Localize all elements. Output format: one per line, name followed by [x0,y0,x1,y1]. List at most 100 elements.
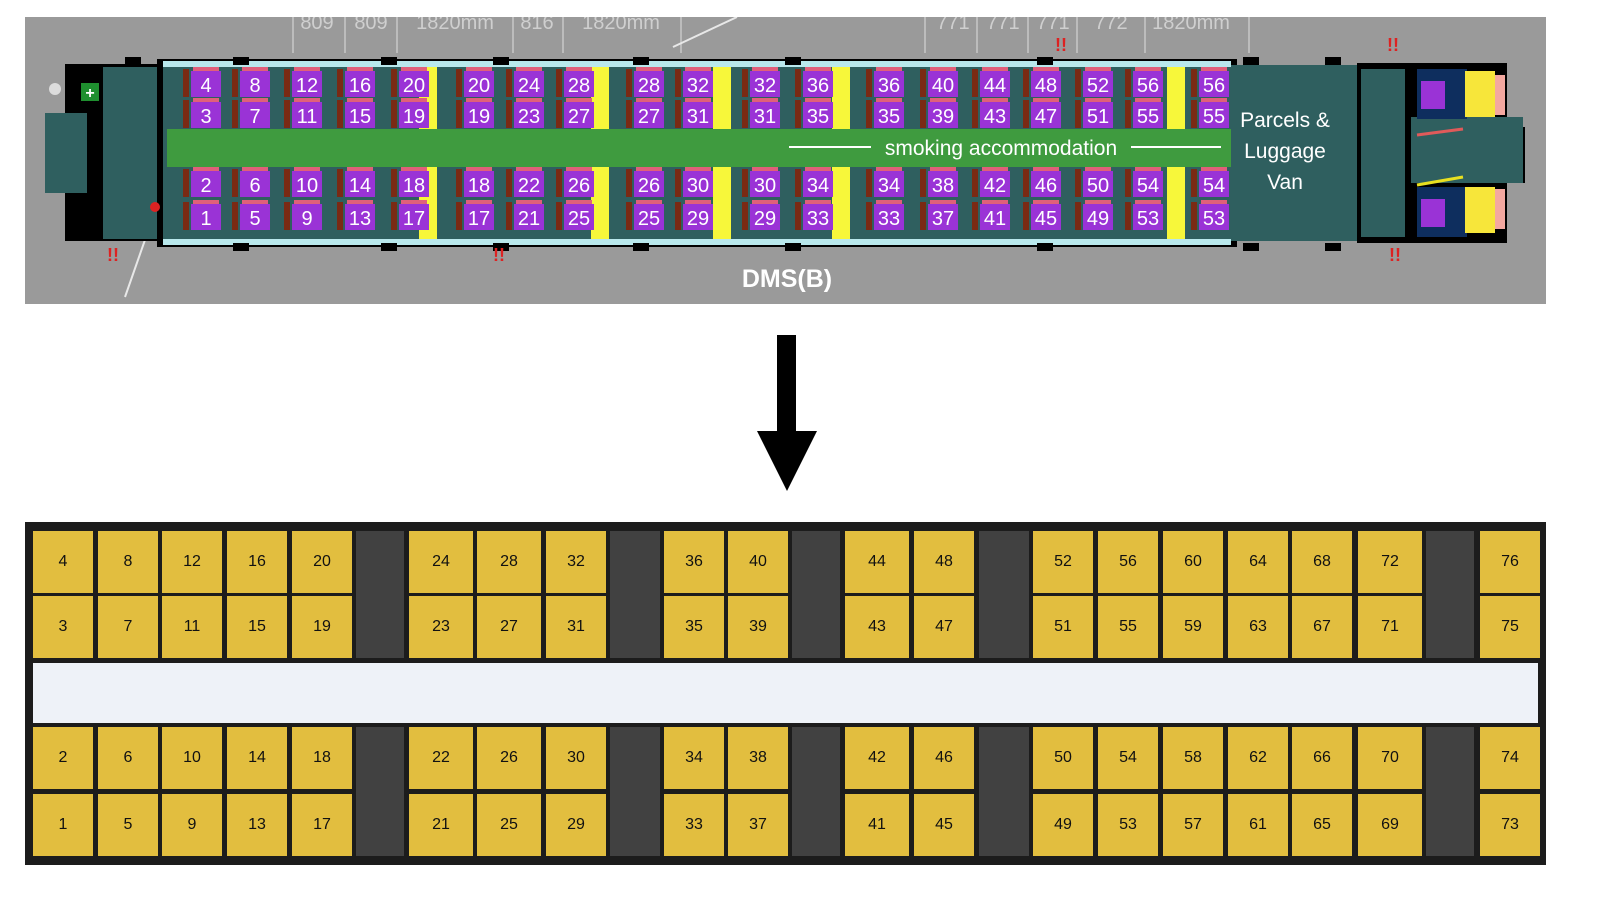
seat-back [183,100,189,128]
seat-76[interactable]: 76 [1480,531,1540,593]
seat-number: 25 [568,208,590,230]
seat-50[interactable]: 50 [1033,727,1093,789]
seat-52[interactable]: 52 [1033,531,1093,593]
seat-42[interactable]: 42 [845,727,909,789]
seat-16[interactable]: 16 [227,531,287,593]
seat-headrest [294,200,320,204]
seat-21[interactable]: 21 [409,794,473,856]
seat-9[interactable]: 9 [162,794,222,856]
seat-33[interactable]: 33 [664,794,724,856]
seat-53[interactable]: 53 [1098,794,1158,856]
seat-3[interactable]: 3 [33,596,93,658]
seat-8[interactable]: 8 [98,531,158,593]
seat-49[interactable]: 49 [1033,794,1093,856]
door-pocket [785,57,801,65]
seat-44[interactable]: 44 [845,531,909,593]
seat-25[interactable]: 25 [477,794,541,856]
seat-36[interactable]: 36 [664,531,724,593]
seat-38[interactable]: 38 [728,727,788,789]
seat-18[interactable]: 18 [292,727,352,789]
seat-35[interactable]: 35 [664,596,724,658]
seat-5[interactable]: 5 [98,794,158,856]
seat-51[interactable]: 51 [1033,596,1093,658]
seat-66[interactable]: 66 [1292,727,1352,789]
seat-2[interactable]: 2 [33,727,93,789]
seat-back [795,169,801,197]
seat-back [456,169,462,197]
seat-back [1191,169,1197,197]
seat-67[interactable]: 67 [1292,596,1352,658]
seat-10[interactable]: 10 [162,727,222,789]
seat-7[interactable]: 7 [98,596,158,658]
seat-74[interactable]: 74 [1480,727,1540,789]
seat-55[interactable]: 55 [1098,596,1158,658]
seat-13[interactable]: 13 [227,794,287,856]
seat-48[interactable]: 48 [914,531,974,593]
seat-30[interactable]: 30 [546,727,606,789]
seat-24[interactable]: 24 [409,531,473,593]
parcels-label: Parcels & [1240,109,1330,132]
seat-number: 24 [518,75,540,97]
seat-23[interactable]: 23 [409,596,473,658]
seat-4[interactable]: 4 [33,531,93,593]
seat-17[interactable]: 17 [292,794,352,856]
seat-6[interactable]: 6 [98,727,158,789]
seat-37[interactable]: 37 [728,794,788,856]
seat-69[interactable]: 69 [1358,794,1422,856]
seat-headrest [930,167,956,171]
seat-71[interactable]: 71 [1358,596,1422,658]
seat-45[interactable]: 45 [914,794,974,856]
seat-61[interactable]: 61 [1228,794,1288,856]
seat-70[interactable]: 70 [1358,727,1422,789]
seat [345,71,375,97]
seat [1083,102,1113,128]
seat-headrest [401,67,427,71]
seat-63[interactable]: 63 [1228,596,1288,658]
seat-28[interactable]: 28 [477,531,541,593]
seat-number: 19 [468,106,490,128]
seat-46[interactable]: 46 [914,727,974,789]
seat-27[interactable]: 27 [477,596,541,658]
seat-number: 38 [932,175,954,197]
seat-number: 47 [1035,106,1057,128]
seat-59[interactable]: 59 [1163,596,1223,658]
seat-15[interactable]: 15 [227,596,287,658]
seat-22[interactable]: 22 [409,727,473,789]
seat-11[interactable]: 11 [162,596,222,658]
seat-58[interactable]: 58 [1163,727,1223,789]
seat-14[interactable]: 14 [227,727,287,789]
seat-back [1023,169,1029,197]
seat-56[interactable]: 56 [1098,531,1158,593]
seat [1133,71,1163,97]
seat-31[interactable]: 31 [546,596,606,658]
seat-41[interactable]: 41 [845,794,909,856]
seat-19[interactable]: 19 [292,596,352,658]
seat-39[interactable]: 39 [728,596,788,658]
seat [683,204,713,230]
seat [240,102,270,128]
seat-73[interactable]: 73 [1480,794,1540,856]
seat-75[interactable]: 75 [1480,596,1540,658]
seat-62[interactable]: 62 [1228,727,1288,789]
seat-32[interactable]: 32 [546,531,606,593]
seat-65[interactable]: 65 [1292,794,1352,856]
door-pocket [633,243,649,251]
seat-57[interactable]: 57 [1163,794,1223,856]
seat-12[interactable]: 12 [162,531,222,593]
seat-68[interactable]: 68 [1292,531,1352,593]
seat-72[interactable]: 72 [1358,531,1422,593]
seat-back [626,69,632,97]
seat-54[interactable]: 54 [1098,727,1158,789]
seat-20[interactable]: 20 [292,531,352,593]
seat-40[interactable]: 40 [728,531,788,593]
seat-1[interactable]: 1 [33,794,93,856]
seat-34[interactable]: 34 [664,727,724,789]
seat-60[interactable]: 60 [1163,531,1223,593]
seat-64[interactable]: 64 [1228,531,1288,593]
seat-43[interactable]: 43 [845,596,909,658]
seat-headrest [466,167,492,171]
seat-26[interactable]: 26 [477,727,541,789]
seat-47[interactable]: 47 [914,596,974,658]
seat-29[interactable]: 29 [546,794,606,856]
seat-number: 11 [297,106,318,128]
